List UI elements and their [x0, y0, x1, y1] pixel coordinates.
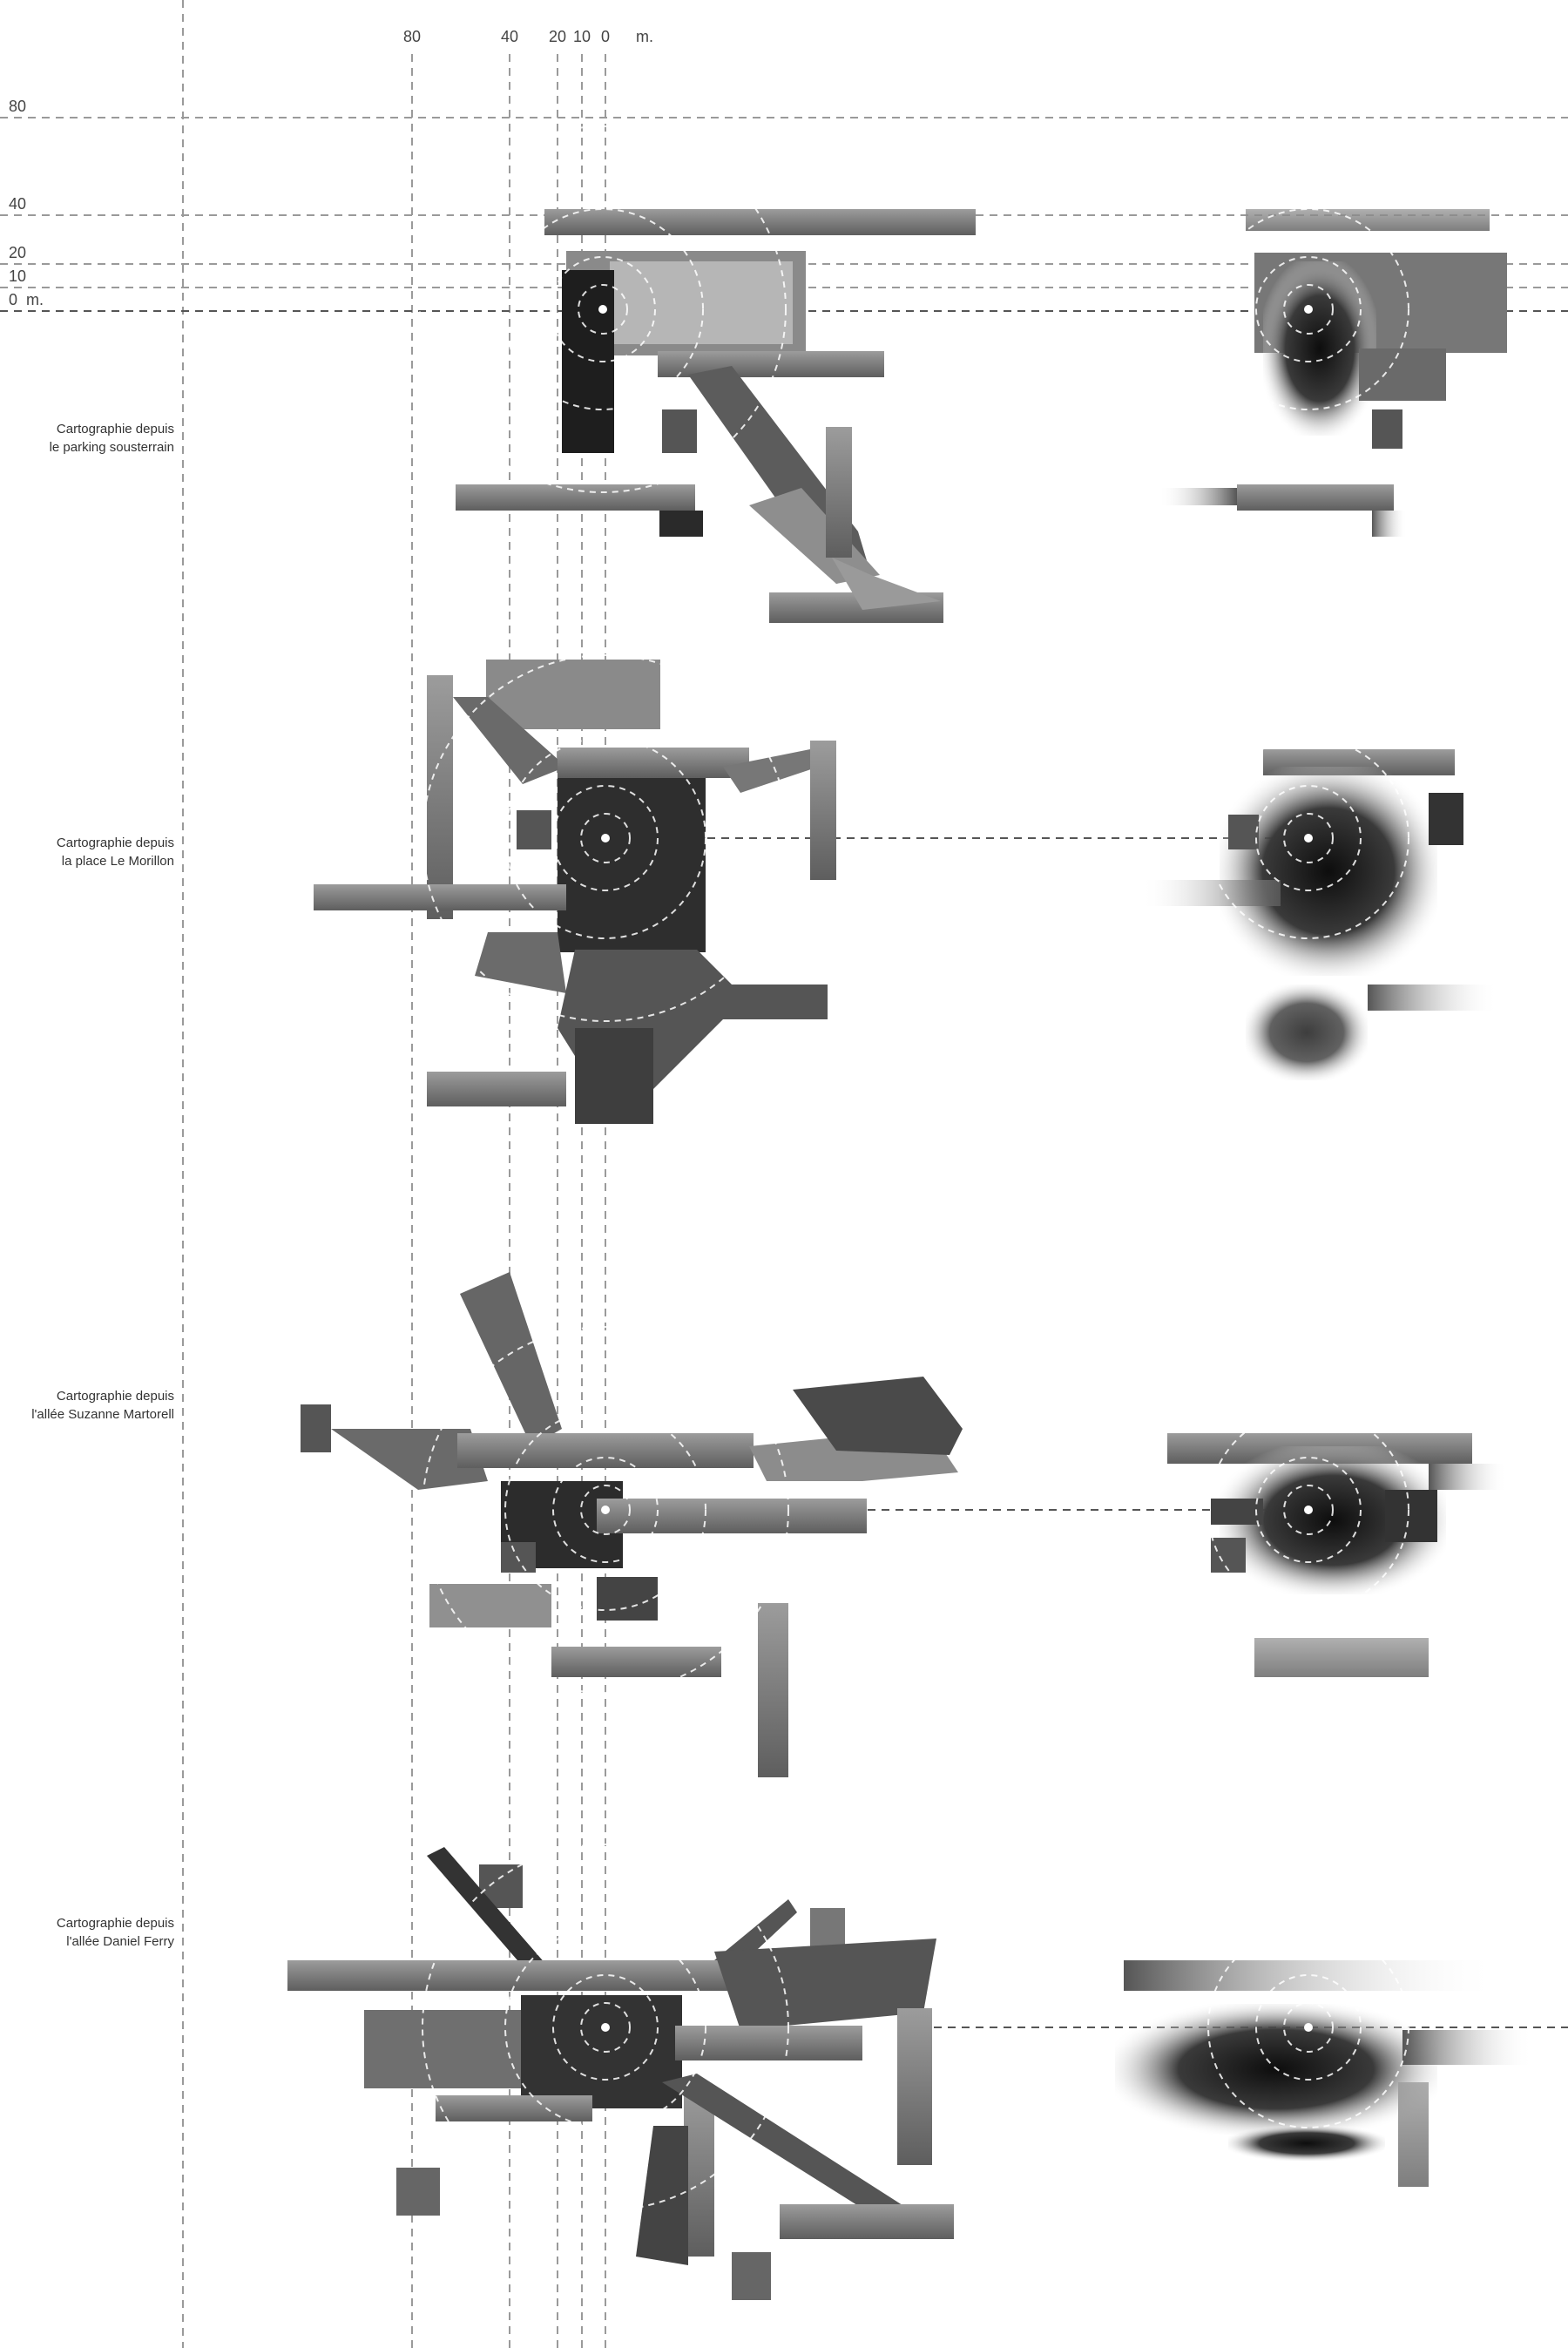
range-circles-row1: [419, 125, 787, 493]
caption-place-morillon-line2: la place Le Morillon: [61, 854, 174, 869]
top-scale-10: 10: [573, 28, 591, 45]
left-scale: 80 40 20 10 0 m.: [9, 98, 44, 308]
range-circles-row2-right: [1207, 737, 1409, 939]
left-scale-20: 20: [9, 244, 26, 261]
top-scale-0: 0: [601, 28, 610, 45]
viewpoint-marker-row1-right: [1304, 305, 1313, 314]
range-circles-row2: [422, 654, 789, 1022]
caption-allee-martorell-line2: l'allée Suzanne Martorell: [31, 1407, 174, 1422]
caption-allee-martorell-line1: Cartographie depuis: [56, 1389, 174, 1404]
map-row4-right: [1115, 1960, 1533, 2187]
viewpoint-marker-row2: [601, 834, 610, 842]
viewpoint-marker-row4: [601, 2023, 610, 2032]
range-circles-row4: [422, 1844, 789, 2211]
caption-allee-martorell: Cartographie depuis l'allée Suzanne Mart…: [0, 1387, 174, 1424]
top-scale-40: 40: [501, 28, 518, 45]
left-scale-40: 40: [9, 195, 26, 213]
map-row4-left: [287, 1847, 954, 2300]
range-circles-row3: [422, 1326, 789, 1694]
left-scale-0: 0 m.: [9, 291, 44, 308]
left-scale-80: 80: [9, 98, 26, 115]
viewpoint-marker-row4-right: [1304, 2023, 1313, 2032]
viewpoint-marker-row3-right: [1304, 1506, 1313, 1514]
range-circles-row3-right: [1207, 1409, 1409, 1611]
range-circles-row1-right: [1207, 208, 1409, 410]
viewpoint-marker-row2-right: [1304, 834, 1313, 842]
map-row1-right: [1159, 209, 1507, 537]
caption-parking: Cartographie depuis le parking sousterra…: [0, 420, 174, 457]
top-scale: 80 40 20 10 0 m.: [403, 28, 653, 45]
top-scale-20: 20: [549, 28, 566, 45]
map-row3-left: [301, 1272, 963, 1777]
caption-parking-line2: le parking sousterrain: [49, 440, 174, 455]
top-scale-80: 80: [403, 28, 421, 45]
caption-allee-ferry: Cartographie depuis l'allée Daniel Ferry: [0, 1914, 174, 1951]
top-scale-unit: m.: [636, 28, 653, 45]
caption-parking-line1: Cartographie depuis: [56, 422, 174, 436]
caption-place-morillon: Cartographie depuis la place Le Morillon: [0, 834, 174, 870]
range-circles-row4-right: [1207, 1926, 1409, 2128]
map-row3-right: [1167, 1433, 1507, 1677]
map-row2-right: [1141, 749, 1498, 1080]
caption-allee-ferry-line2: l'allée Daniel Ferry: [66, 1934, 174, 1949]
caption-place-morillon-line1: Cartographie depuis: [56, 836, 174, 850]
viewpoint-marker-row3: [601, 1506, 610, 1514]
viewpoint-marker-row1: [598, 305, 607, 314]
left-scale-10: 10: [9, 267, 26, 285]
map-row1-left: [456, 209, 976, 623]
caption-allee-ferry-line1: Cartographie depuis: [56, 1916, 174, 1931]
map-row2-left: [314, 660, 836, 1124]
